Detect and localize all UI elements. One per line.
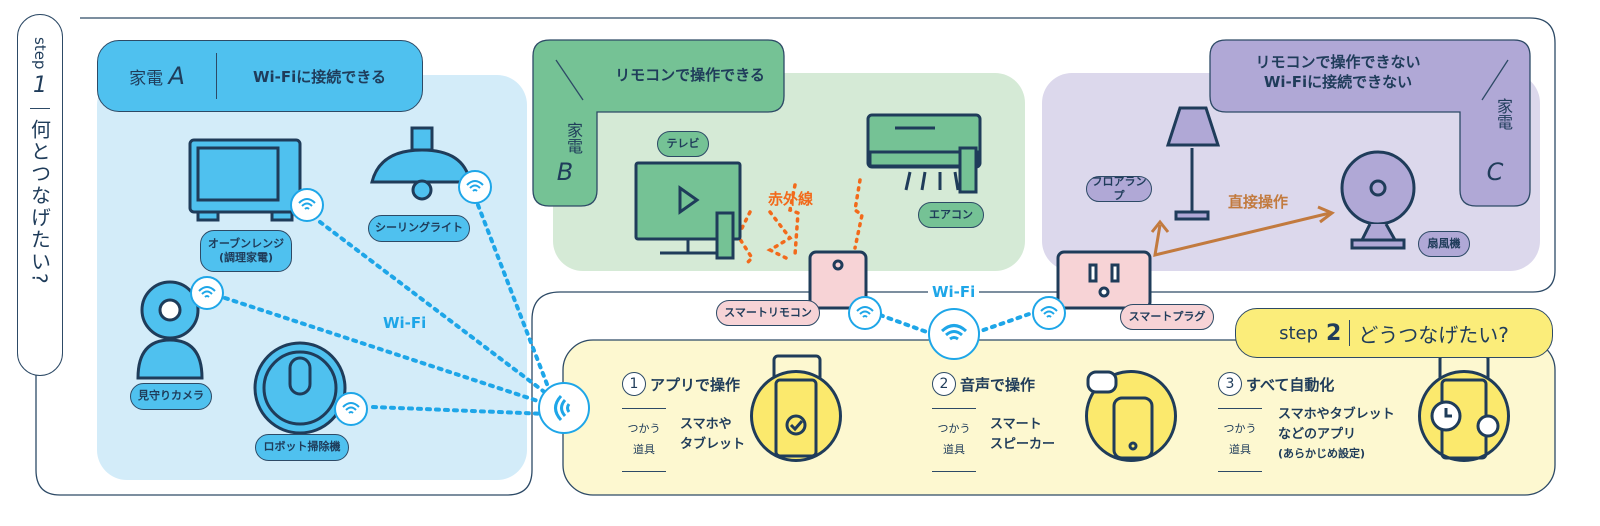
option-title: 音声で操作 — [960, 375, 1036, 394]
group-c-desc-line2: Wi-Fiに接続できない — [1263, 73, 1413, 92]
tool-label: つかう道具 — [1218, 408, 1262, 472]
group-c-desc: リモコンで操作できない Wi-Fiに接続できない — [1218, 52, 1458, 93]
camera-icon — [136, 280, 204, 380]
smart-remote-device — [808, 250, 868, 310]
tool-line: (あらかじめ設定) — [1278, 447, 1366, 461]
step1-number: 1 — [33, 73, 47, 99]
tool-label-line1: つかう — [627, 422, 661, 435]
wifi-icon — [190, 276, 224, 310]
ceiling-light-icon — [370, 126, 472, 201]
group-a-header: 家電 A Wi-Fiに接続できる — [97, 40, 423, 112]
clock-gear-phone-icon — [1418, 370, 1510, 462]
panel-c — [1042, 73, 1540, 271]
wifi-icon — [1032, 296, 1066, 330]
tool-line: タブレット — [680, 437, 746, 453]
group-b-title: 家電 — [564, 122, 583, 154]
smart-remote-label: スマートリモコン — [716, 300, 820, 326]
option-number: 2 — [932, 372, 956, 396]
wifi-hub-left-icon — [538, 382, 590, 434]
group-c-desc-line1: リモコンで操作できない — [1255, 53, 1421, 71]
tool-label-line2: 道具 — [633, 442, 655, 456]
smart-plug-device — [1056, 250, 1152, 310]
floor-lamp-icon — [1165, 106, 1221, 221]
device-fan: 扇風機 — [1418, 231, 1470, 257]
smart-speaker-icon — [1085, 370, 1177, 462]
step2-label: step — [1279, 322, 1318, 344]
option-number: 1 — [622, 372, 646, 396]
tool-line: スマート — [990, 417, 1042, 432]
option-app-tools: スマホやタブレット — [680, 415, 745, 455]
device-robot-vacuum: ロボット掃除機 — [255, 434, 349, 461]
device-ceiling-light: シーリングライト — [368, 215, 470, 242]
option-title: アプリで操作 — [650, 375, 741, 394]
tool-label: つかう道具 — [622, 408, 666, 472]
robot-vacuum-icon — [253, 341, 347, 435]
smartphone-touch-icon — [750, 370, 842, 462]
smart-plug-label: スマートプラグ — [1120, 304, 1214, 330]
step1-badge: step 1 何とつなげたい? — [17, 14, 63, 376]
tool-line: スマホや — [680, 417, 732, 432]
option-voice-tools: スマートスピーカー — [990, 415, 1055, 455]
option-title: すべて自動化 — [1246, 375, 1335, 394]
option-auto-tools: スマホやタブレットなどのアプリ (あらかじめ設定) — [1278, 405, 1395, 462]
tool-label-line2: 道具 — [943, 442, 965, 456]
group-a-title: 家電 — [129, 69, 164, 89]
option-number: 3 — [1218, 372, 1242, 396]
fan-icon — [1340, 150, 1416, 250]
tool-line: などのアプリ — [1278, 427, 1357, 443]
step2-number: 2 — [1326, 320, 1342, 346]
wifi-icon — [334, 392, 368, 426]
tool-label-line1: つかう — [937, 422, 971, 435]
wifi-icon — [848, 296, 882, 330]
device-camera: 見守りカメラ — [130, 383, 212, 410]
direct-control-label: 直接操作 — [1228, 193, 1289, 211]
tool-label-line2: 道具 — [1229, 442, 1251, 456]
device-tv: テレビ — [657, 131, 709, 157]
step1-question: 何とつなげたい? — [27, 119, 52, 287]
tool-line: スマホやタブレット — [1278, 407, 1395, 422]
group-b-desc: リモコンで操作できる — [615, 66, 765, 84]
oven-label: オーブンレンジ — [207, 236, 285, 250]
wifi-icon — [290, 188, 324, 222]
infrared-label: 赤外線 — [768, 190, 814, 208]
step2-badge: step 2 どうつなげたい? — [1235, 308, 1553, 358]
wifi-label-hub: Wi-Fi — [928, 283, 980, 301]
group-c-title: 家電 — [1494, 98, 1513, 130]
group-b-letter: B — [556, 158, 574, 186]
tool-label: つかう道具 — [932, 408, 976, 472]
tool-label-line1: つかう — [1223, 422, 1257, 435]
group-a-desc: Wi-Fiに接続できる — [252, 67, 386, 86]
tool-line: スピーカー — [990, 437, 1056, 453]
device-oven-range: オーブンレンジ (調理家電) — [200, 230, 292, 272]
oven-sublabel: (調理家電) — [218, 251, 274, 264]
group-a-letter: A — [168, 62, 185, 90]
step2-question: どうつなげたい? — [1358, 322, 1509, 347]
step1-label: step — [31, 37, 49, 70]
air-conditioner-icon — [866, 113, 982, 194]
wifi-icon — [458, 170, 492, 204]
oven-icon — [188, 138, 302, 222]
device-floor-lamp: フロアランプ — [1086, 175, 1152, 202]
group-c-letter: C — [1486, 158, 1504, 186]
tv-icon — [634, 161, 742, 260]
wifi-label-a: Wi-Fi — [383, 314, 427, 332]
device-air-conditioner: エアコン — [918, 202, 984, 228]
wifi-hub-icon — [928, 308, 980, 360]
